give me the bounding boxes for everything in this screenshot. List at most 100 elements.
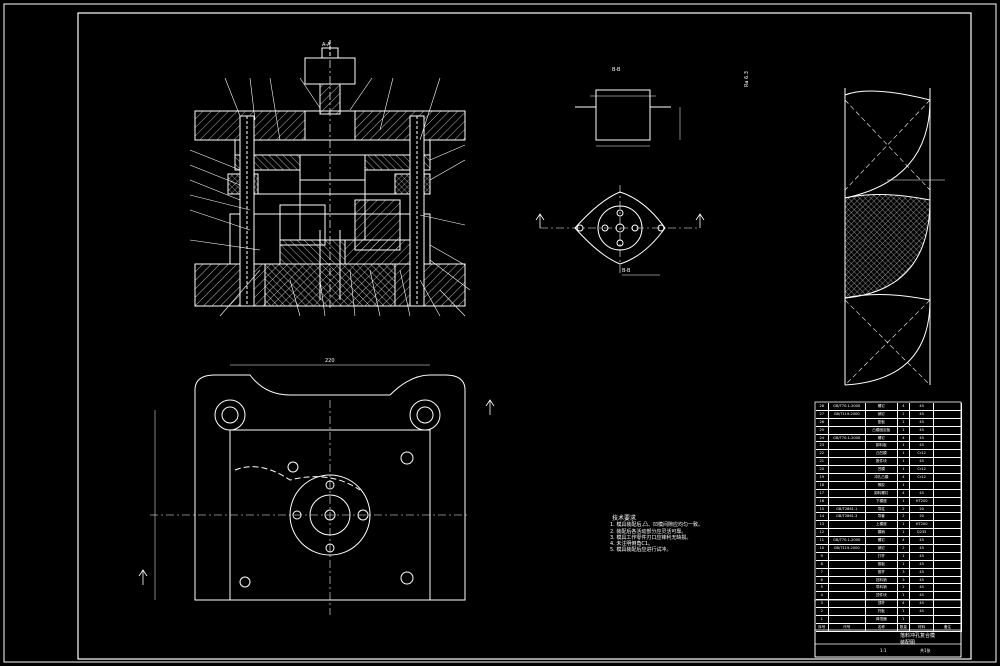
section-label: A-A: [322, 42, 331, 48]
bom-cell: 垫板: [866, 418, 898, 426]
bom-cell: [934, 513, 962, 521]
bom-cell: [829, 474, 866, 481]
bom-header-row: 序号代号名称数量材料备注: [816, 623, 962, 632]
bom-cell: GB/T119-2000: [829, 410, 866, 418]
bom-cell: 上模座: [866, 521, 898, 529]
bom-cell: 21: [816, 458, 829, 466]
bom-cell: [934, 505, 962, 513]
bom-cell: 导料销: [866, 584, 898, 592]
bom-cell: 27: [816, 410, 829, 418]
bom-cell: 22: [816, 450, 829, 458]
bom-cell: 20: [816, 466, 829, 474]
bom-cell: 材料: [910, 623, 935, 631]
bom-cell: 导套: [866, 513, 898, 521]
bom-cell: 45: [910, 410, 935, 418]
bom-cell: 序号: [816, 623, 829, 631]
bom-cell: 2: [898, 513, 911, 521]
outer-border: [3, 3, 997, 663]
bom-cell: [934, 560, 962, 568]
bom-cell: [829, 616, 866, 623]
bom-cell: [829, 560, 866, 568]
bom-cell: [829, 592, 866, 600]
bom-cell: [934, 568, 962, 576]
part-top-label: B-B: [612, 67, 621, 73]
bom-cell: 11: [816, 537, 829, 545]
bom-cell: GB/T2861.3: [829, 513, 866, 521]
bom-cell: 23: [816, 442, 829, 450]
bom-cell: 45: [910, 584, 935, 592]
bom-cell: 模柄: [866, 529, 898, 537]
roughness-note: Ra 6.3: [744, 71, 750, 87]
bom-cell: GB/T2861.1: [829, 505, 866, 513]
bom-cell: 45: [910, 600, 935, 608]
bom-cell: 1: [898, 552, 911, 560]
bom-cell: 1: [898, 529, 911, 537]
tech-notes: 技术要求 1. 模具装配后,凸、凹模间隙应均匀一致。 2. 装配后各活动部分应灵…: [610, 515, 703, 554]
bom-cell: 1: [898, 426, 911, 434]
bom-cell: 卸料板: [866, 442, 898, 450]
bom-cell: 18: [816, 481, 829, 489]
bom-cell: [934, 552, 962, 560]
bom-cell: 1: [898, 442, 911, 450]
bom-cell: 顶杆: [866, 600, 898, 608]
bom-cell: 45: [910, 545, 935, 552]
bom-cell: 1: [898, 418, 911, 426]
bom-cell: GB/T70.1-2000: [829, 434, 866, 442]
bom-cell: 25: [816, 426, 829, 434]
bom-cell: 打杆: [866, 552, 898, 560]
bom-cell: [829, 466, 866, 474]
bom-cell: GB/T119-2000: [829, 545, 866, 552]
bom-cell: 4: [898, 489, 911, 497]
bom-cell: 下模座: [866, 497, 898, 505]
bom-cell: 4: [898, 600, 911, 608]
bom-cell: [934, 584, 962, 592]
bom-cell: 1: [898, 616, 911, 623]
bom-cell: Cr12: [910, 474, 935, 481]
tech-notes-title: 技术要求: [612, 515, 637, 522]
bom-cell: 2: [898, 545, 911, 552]
tech-note-line: 5. 模具装配后应进行试冲。: [610, 547, 672, 554]
bom-cell: 26: [816, 418, 829, 426]
tech-note-line: 4. 未注明倒角C1。: [610, 541, 654, 548]
tech-note-line: 1. 模具装配后,凸、凹模间隙应均匀一致。: [610, 522, 703, 529]
bom-cell: 4: [898, 537, 911, 545]
bom-cell: 17: [816, 489, 829, 497]
bom-cell: 销钉: [866, 410, 898, 418]
bom-cell: 名称: [866, 623, 898, 631]
bom-cell: [910, 481, 935, 489]
bom-cell: [829, 608, 866, 616]
bom-cell: 螺钉: [866, 537, 898, 545]
bom-cell: [934, 450, 962, 458]
bom-cell: 2: [816, 608, 829, 616]
bom-cell: 4: [816, 592, 829, 600]
bom-cell: 45: [910, 442, 935, 450]
bom-cell: [934, 521, 962, 529]
bom-cell: 推杆: [866, 568, 898, 576]
bom-cell: [829, 418, 866, 426]
bom-cell: 15: [816, 505, 829, 513]
bom-cell: 顶件块: [866, 592, 898, 600]
bom-cell: [934, 481, 962, 489]
bom-cell: 4: [898, 403, 911, 410]
part-side-view: B-B: [575, 67, 681, 147]
